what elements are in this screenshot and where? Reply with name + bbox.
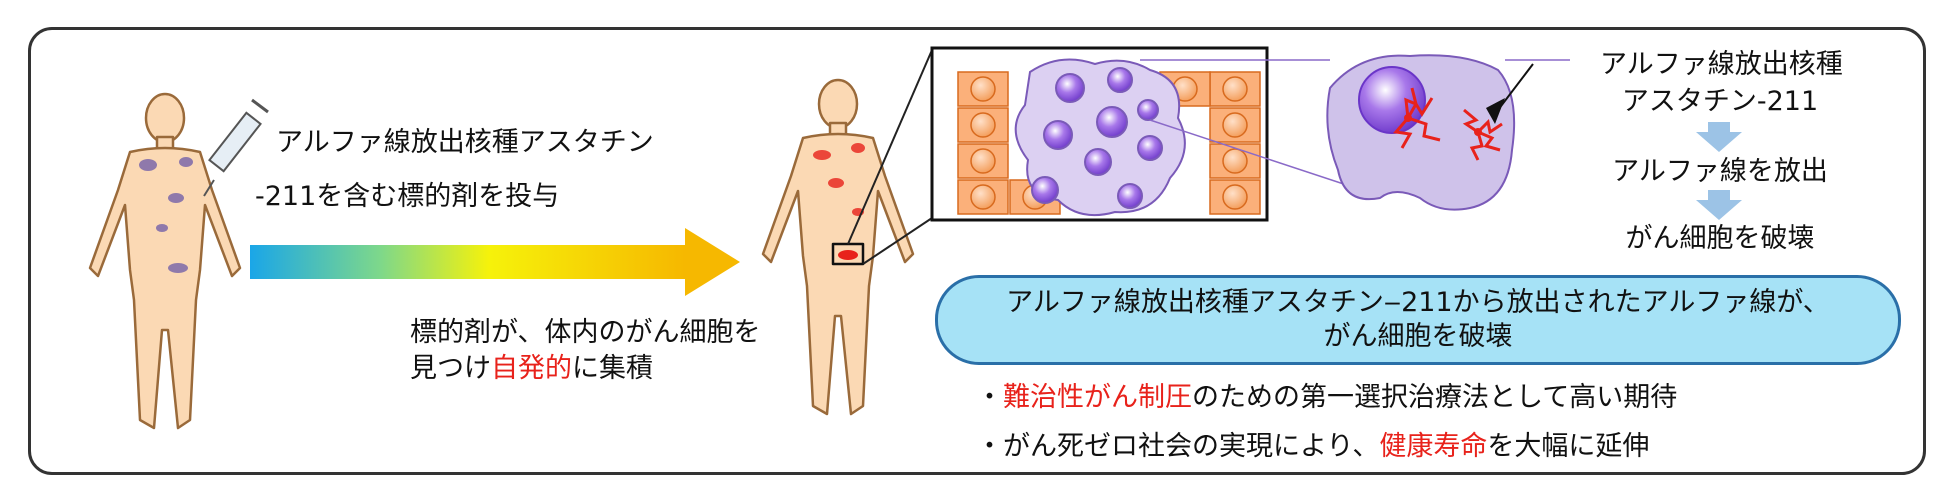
bullet-1-highlight: 難治性がん制圧 <box>1003 382 1192 413</box>
bullet-1: ・難治性がん制圧のための第一選択治療法として高い期待 <box>976 381 1677 415</box>
human-figure-left <box>88 92 242 430</box>
zoom-lines <box>847 49 933 265</box>
bullet-1-marker: ・ <box>976 382 1003 413</box>
bullet-2-marker: ・ <box>976 431 1003 462</box>
flow-step-emit: アルファ線を放出 <box>1612 156 1828 187</box>
gradient-arrow <box>250 228 740 296</box>
bullet-2-text-post: を大幅に延伸 <box>1487 431 1650 462</box>
step2-line1: 標的剤が、体内のがん細胞を <box>410 317 761 348</box>
flow-arrow-2 <box>1696 190 1742 220</box>
step1-line1: アルファ線放出核種アスタチン <box>276 127 654 158</box>
tissue-zoom <box>930 46 1269 222</box>
step2-line2: 見つけ自発的に集積 <box>410 352 653 386</box>
bullet-2: ・がん死ゼロ社会の実現により、健康寿命を大幅に延伸 <box>976 430 1649 464</box>
step2-line2-highlight: 自発的 <box>491 353 572 384</box>
bullet-2-highlight: 健康寿命 <box>1379 431 1488 462</box>
step2-line2-post: に集積 <box>572 353 653 384</box>
flow-arrow-1 <box>1696 122 1742 152</box>
flow-title-line1: アルファ線放出核種 <box>1600 49 1843 80</box>
flow-title-line2: アスタチン-211 <box>1621 86 1819 117</box>
human-figure-right <box>761 78 915 416</box>
bullet-2-text-pre: がん死ゼロ社会の実現により、 <box>1003 431 1380 462</box>
cancer-cell-detail <box>1326 54 1534 211</box>
bullet-1-text: のための第一選択治療法として高い期待 <box>1192 382 1678 413</box>
flow-step-destroy: がん細胞を破壊 <box>1625 223 1815 254</box>
step1-line2: -211を含む標的剤を投与 <box>255 181 560 212</box>
callout-line1: アルファ線放出核種アスタチン‒211から放出されたアルファ線が、 <box>1006 287 1830 319</box>
cancer-cells <box>1014 58 1186 217</box>
syringe-icon <box>203 98 269 197</box>
diagram-frame <box>28 27 1926 475</box>
callout-line2: がん細胞を破壊 <box>1323 321 1513 352</box>
summary-callout: アルファ線放出核種アスタチン‒211から放出されたアルファ線が、 がん細胞を破壊 <box>935 275 1901 365</box>
step2-line2-pre: 見つけ <box>410 353 491 384</box>
